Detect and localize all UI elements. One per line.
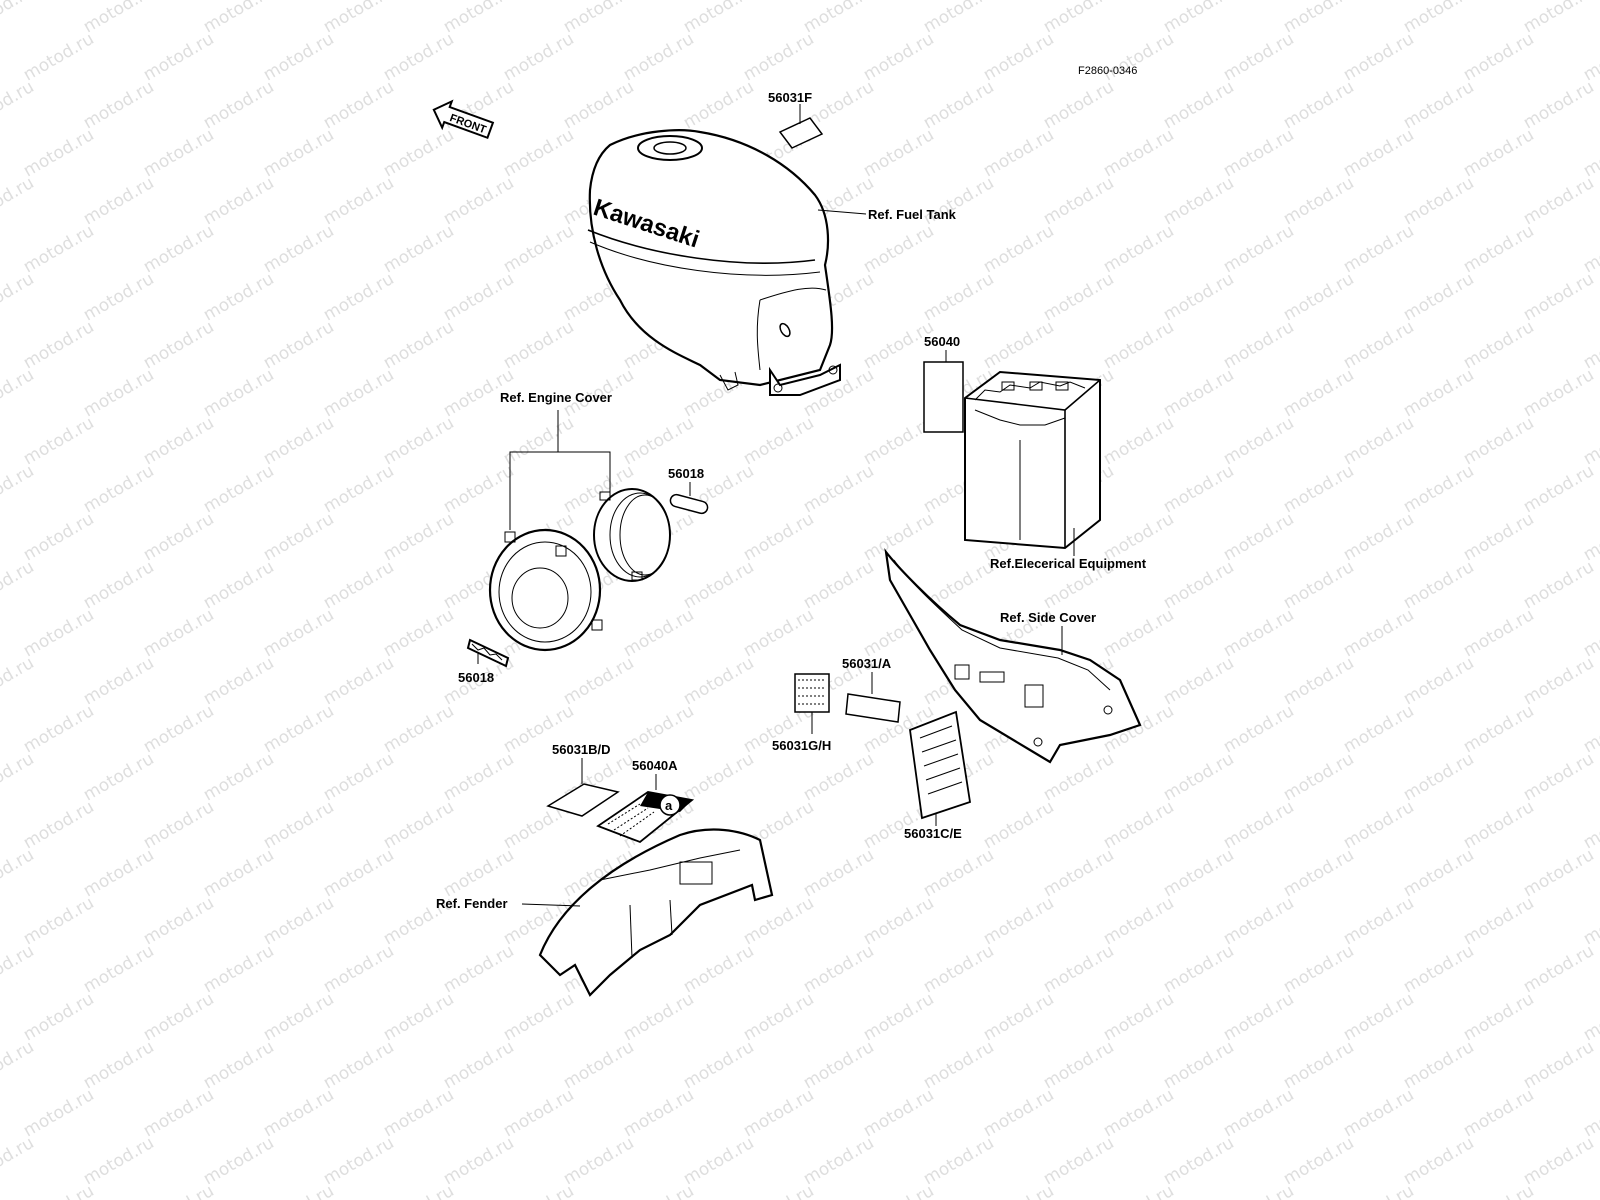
- decal-56031f: [778, 104, 824, 149]
- leader-engine-cover-b: [558, 451, 611, 494]
- label-56031bd: 56031B/D: [552, 742, 611, 757]
- battery: [964, 370, 1101, 550]
- decal-letter: a: [665, 798, 673, 813]
- fender: [538, 828, 774, 997]
- label-56031gh: 56031G/H: [772, 738, 831, 753]
- decal-56040a: a: [596, 791, 695, 844]
- side-cover: [884, 548, 1142, 764]
- decal-56040: [923, 361, 964, 433]
- fuel-tank: Kawasaki: [587, 129, 841, 396]
- label-side-cover: Ref. Side Cover: [1000, 610, 1096, 625]
- decal-56031ce: [909, 710, 972, 826]
- decal-56031a: [845, 693, 901, 723]
- leader-fender: [521, 903, 581, 907]
- label-fuel-tank: Ref. Fuel Tank: [868, 207, 957, 222]
- label-56018-top: 56018: [668, 466, 704, 481]
- front-arrow: FRONT: [432, 99, 495, 140]
- decal-56031gh: [794, 673, 830, 734]
- label-56031a: 56031/A: [842, 656, 892, 671]
- label-56018-bottom: 56018: [458, 670, 494, 685]
- engine-cover-ring: [593, 488, 671, 582]
- engine-cover: [488, 528, 603, 652]
- label-56031ce: 56031C/E: [904, 826, 962, 841]
- label-electrical: Ref.Elecerical Equipment: [990, 556, 1147, 571]
- label-engine-cover: Ref. Engine Cover: [500, 390, 612, 405]
- part-56018-top: [669, 493, 709, 515]
- decal-56031bd: [546, 783, 620, 817]
- label-56040: 56040: [924, 334, 960, 349]
- leader-fuel-tank: [817, 209, 867, 215]
- label-56040a: 56040A: [632, 758, 678, 773]
- label-fender: Ref. Fender: [436, 896, 508, 911]
- leader-engine-cover-a: [509, 410, 559, 530]
- label-56031f: 56031F: [768, 90, 812, 105]
- figure-code: F2860-0346: [1078, 65, 1137, 77]
